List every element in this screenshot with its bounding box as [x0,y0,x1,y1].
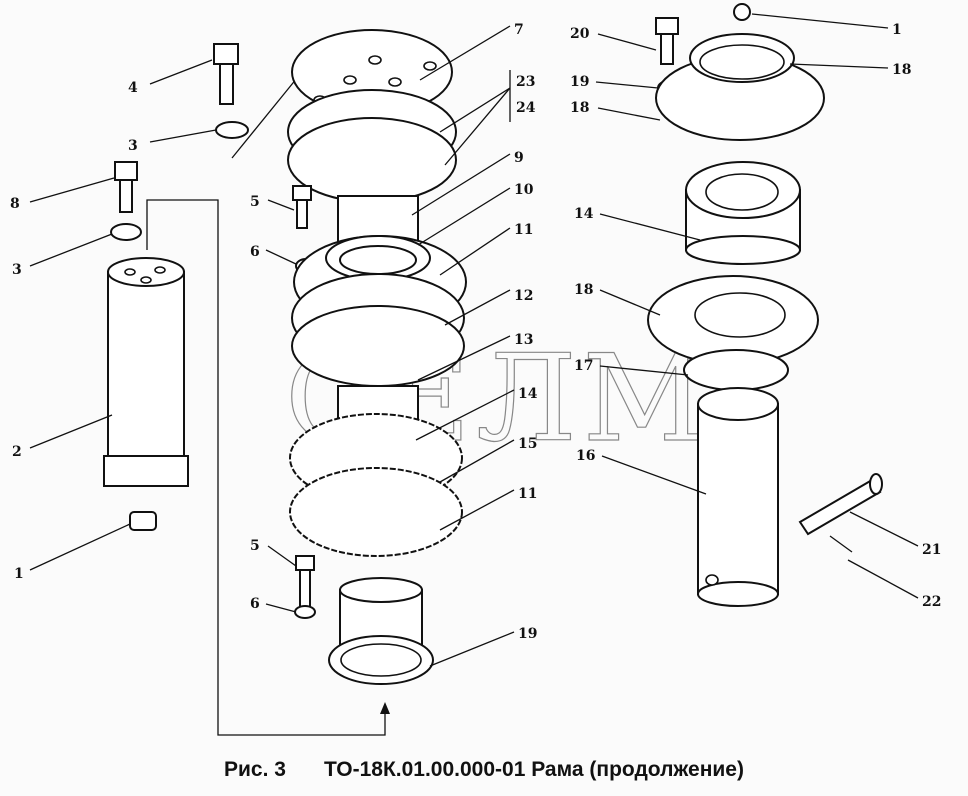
shaft-16 [697,387,779,607]
callout-label: 24 [516,100,536,116]
callout-label: 23 [516,74,535,90]
arrow-icon [380,702,390,714]
callout-label: 22 [922,594,941,610]
callout-label: 20 [570,26,590,42]
callout-label: 17 [574,358,593,374]
callout-label: 5 [250,194,260,210]
callout-label: 3 [128,138,138,154]
callout-label: 1 [14,566,24,582]
leader-lines [29,13,919,667]
bushing-14 [685,161,801,265]
flange-11 [289,467,463,557]
bolt-8 [114,161,138,213]
callout-label: 6 [250,244,260,260]
figure-title: ТО-18К.01.00.000-01 Рама (продолжение) [323,758,744,781]
callout-label: 14 [518,386,538,402]
callout-label: 5 [250,538,260,554]
pin-21 [798,473,883,536]
nut-6 [294,605,316,619]
cotter-pin-22 [829,535,853,553]
callout-label: 8 [10,196,20,212]
callout-label: 4 [128,80,138,96]
washer-3 [110,223,142,241]
callout-label: 6 [250,596,260,612]
bolt-20 [655,17,679,65]
figure-caption: Рис. 3 ТО-18К.01.00.000-01 Рама (продолже… [0,758,968,782]
callout-label: 13 [514,332,533,348]
callout-label: 15 [518,436,537,452]
gasket-13 [291,305,465,387]
clamp-1 [129,511,157,531]
flange-18 [655,3,825,141]
ring-19 [328,577,434,685]
callout-label: 19 [570,74,589,90]
callout-label: 1 [892,22,902,38]
callout-label: 7 [514,22,524,38]
bolt-4 [213,43,239,105]
callout-label: 11 [514,222,533,238]
callout-label: 18 [570,100,589,116]
callout-label: 9 [514,150,524,166]
callout-label: 11 [518,486,537,502]
flange-18 [647,275,819,365]
gasket-24 [287,117,457,203]
bolt-5 [295,555,315,611]
callout-label: 18 [892,62,911,78]
callout-label: 21 [922,542,941,558]
callout-label: 2 [12,444,22,460]
figure-number: Рис. 3 [224,758,286,781]
callout-label: 12 [514,288,533,304]
washer-3 [215,121,249,139]
callout-label: 19 [518,626,537,642]
callout-label: 3 [12,262,22,278]
callout-label: 18 [574,282,593,298]
assembly-path-line [146,199,386,736]
seal-17 [683,349,789,391]
callout-label: 14 [574,206,594,222]
cylinder-2 [103,257,189,487]
bolt-5 [292,185,312,229]
callout-label: 16 [576,448,595,464]
callout-label: 10 [514,182,534,198]
